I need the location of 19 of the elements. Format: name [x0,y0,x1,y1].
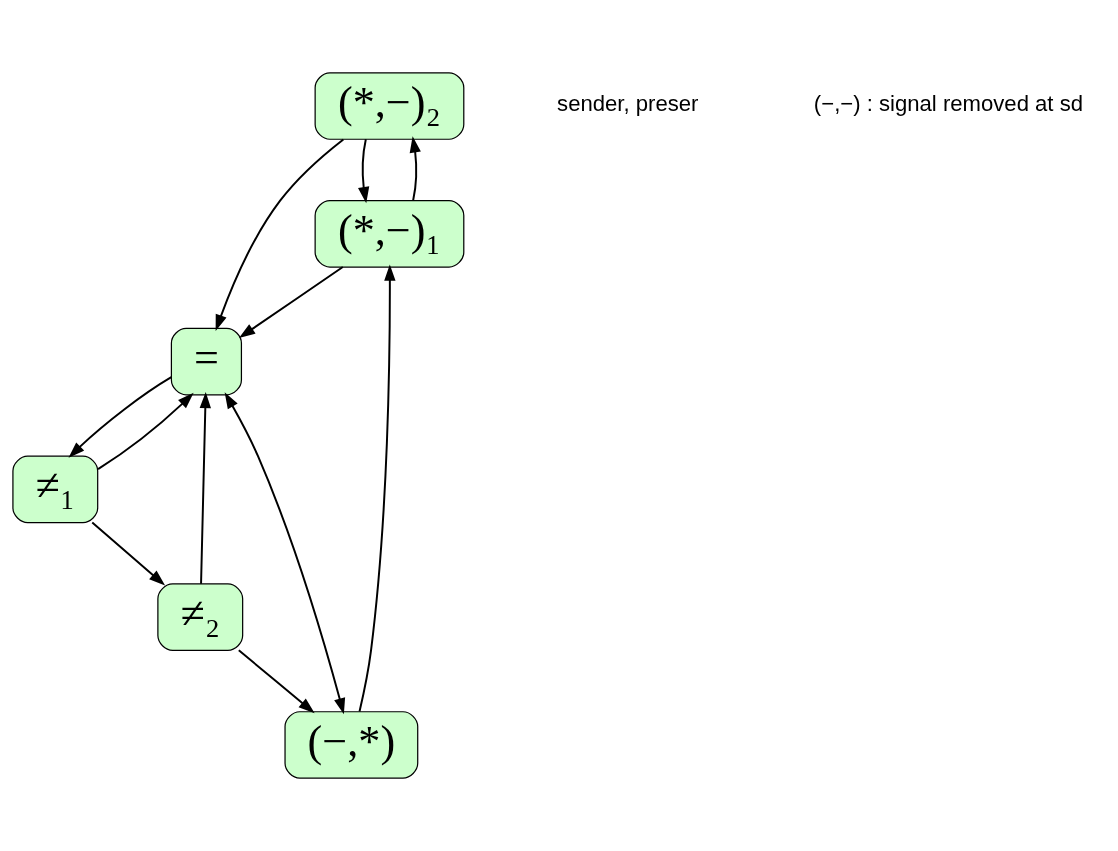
node-box: = [170,327,243,396]
arrow [237,649,315,714]
node-box: (*,−)₂ [314,72,465,140]
arrow [97,392,194,471]
node-box: (−,*) [284,711,419,779]
node-box: ≠₁ [12,455,99,524]
arrow [68,376,173,458]
arrow [91,521,166,586]
arrow [238,266,344,339]
arrow [199,391,211,585]
arrow [409,136,421,202]
arrow [224,392,346,715]
label: sender, preser [557,91,699,117]
arrow [358,264,396,713]
label: (−,−) : signal removed at sd [813,91,1083,117]
arrow [215,138,345,331]
arrow [358,138,370,204]
node-box: (*,−)₁ [314,200,465,268]
node-box: ≠₂ [157,583,244,651]
